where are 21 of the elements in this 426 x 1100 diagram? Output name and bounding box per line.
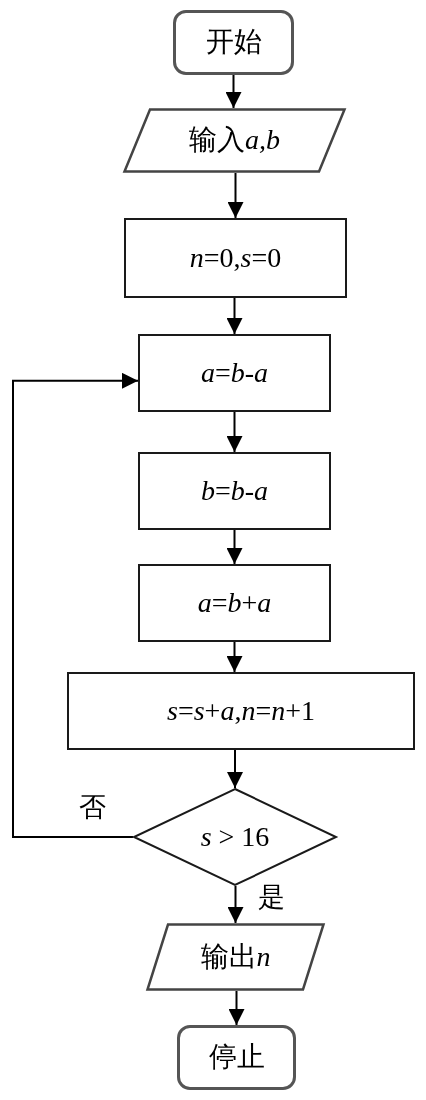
arrow	[226, 641, 243, 673]
terminal-box: 停止	[177, 1025, 296, 1090]
process-box: s=s+a,n=n+1	[67, 672, 415, 750]
arrow	[226, 529, 243, 565]
arrow	[228, 990, 245, 1026]
arrow	[225, 74, 242, 109]
terminal-box: 开始	[173, 10, 294, 75]
arrow	[227, 749, 243, 789]
process-box: a=b+a	[138, 564, 331, 642]
arrow	[227, 172, 244, 219]
arrow	[12, 372, 139, 838]
edge-label: 否	[78, 793, 107, 822]
process-box: a=b-a	[138, 334, 331, 412]
io-parallelogram: 输出n	[146, 923, 325, 991]
process-box: b=b-a	[138, 452, 331, 530]
process-box: n=0,s=0	[124, 218, 347, 298]
arrow	[226, 411, 243, 453]
arrow	[227, 885, 244, 924]
edge-label: 是	[257, 883, 286, 912]
io-parallelogram: 输入a,b	[123, 108, 346, 173]
arrow	[226, 297, 243, 335]
